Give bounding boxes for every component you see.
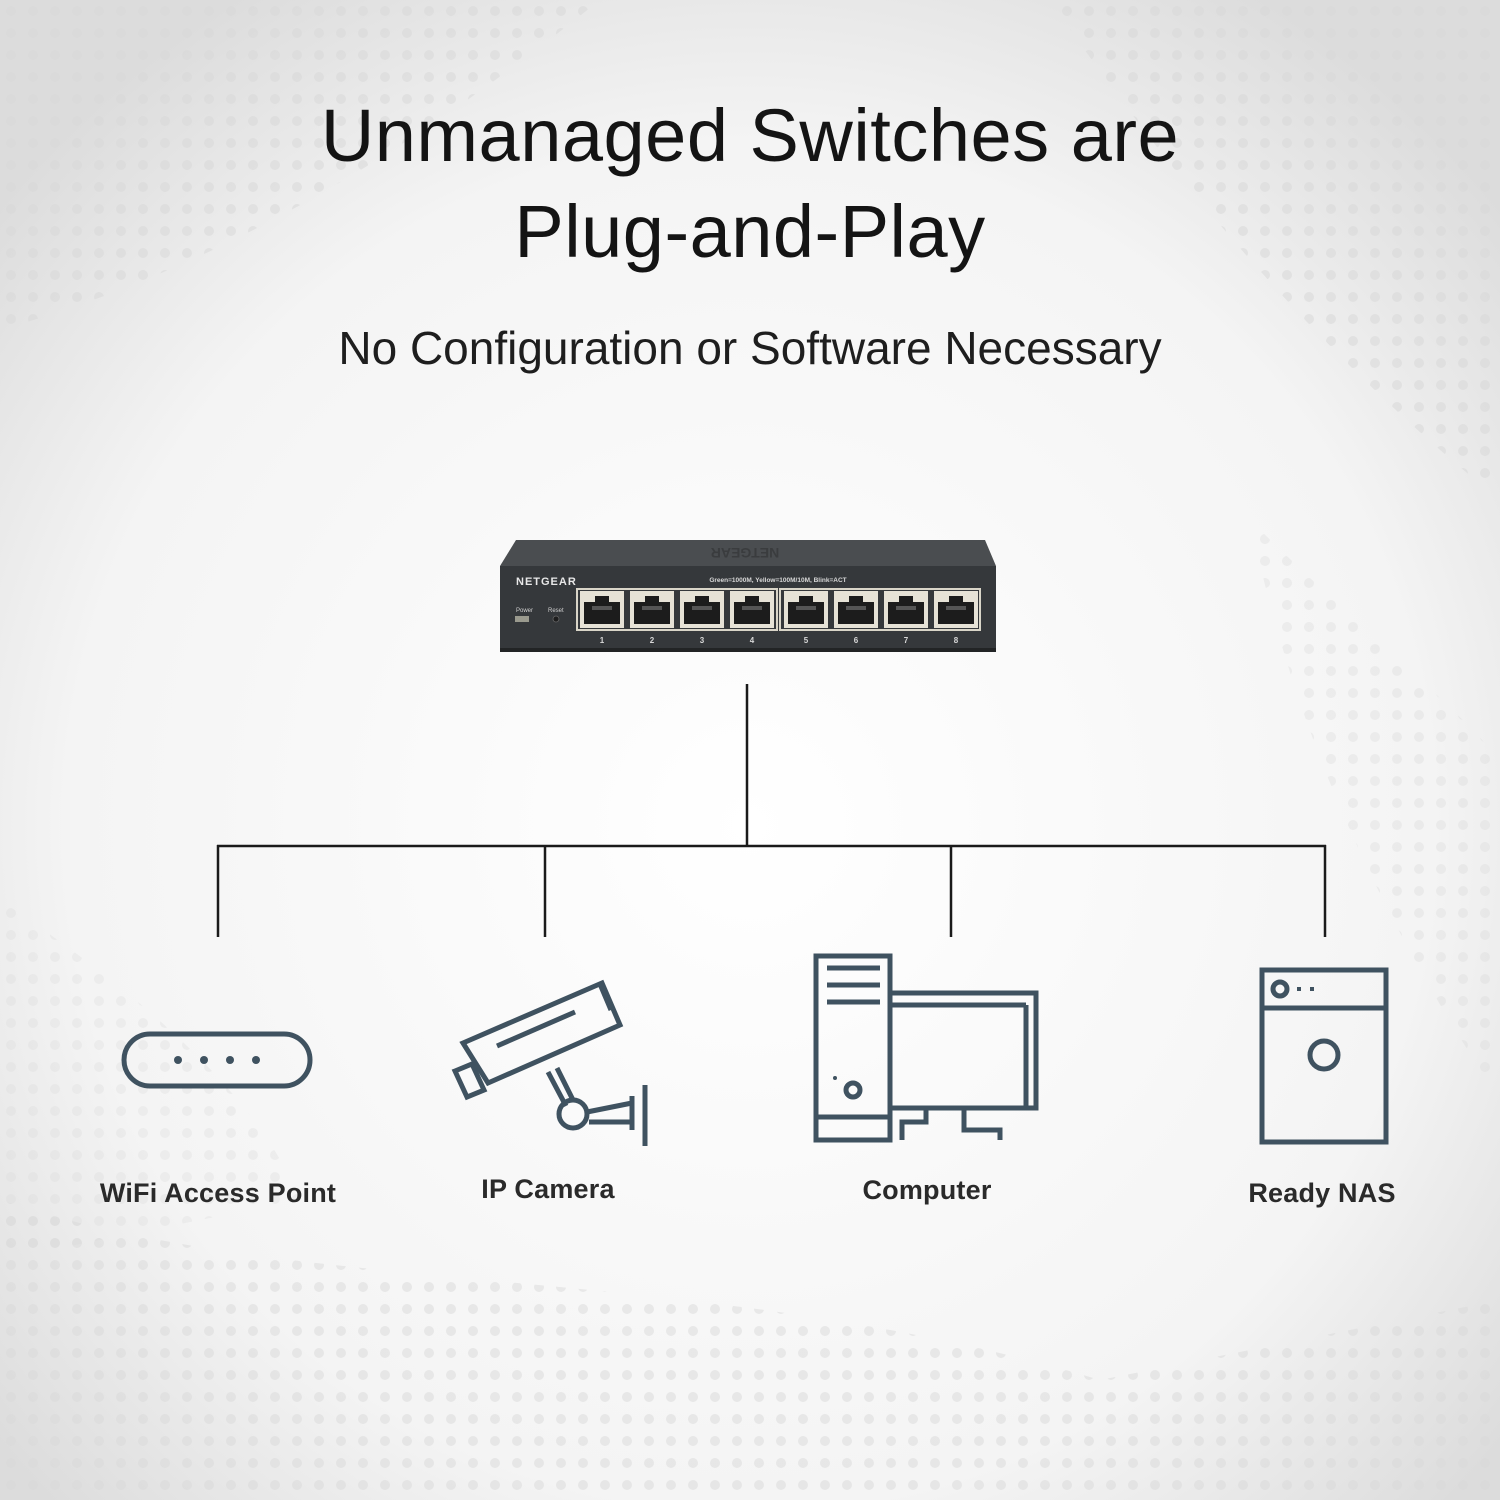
device-label-wifi-access-point: WiFi Access Point xyxy=(99,1178,337,1208)
switch-power-label: Power xyxy=(516,608,533,614)
switch-led-legend: Green=1000M, Yellow=100M/10M, Blink=ACT xyxy=(709,577,846,584)
port-pins xyxy=(846,606,866,610)
port-pins xyxy=(946,606,966,610)
port-pins xyxy=(796,606,816,610)
ethernet-port-4[interactable]: 4 xyxy=(730,591,774,645)
port-block-right-frame xyxy=(779,588,981,631)
switch-bottom-edge xyxy=(500,648,996,652)
port-pins xyxy=(742,606,762,610)
port-pins xyxy=(592,606,612,610)
switch-reset-label: Reset xyxy=(548,608,564,614)
port-number-label: 2 xyxy=(650,636,655,645)
wifi-access-point-icon xyxy=(121,1031,313,1089)
switch-ports: 1 2 3 4 5 6 7 8 xyxy=(580,591,978,645)
page-title: Unmanaged Switches are Plug-and-Play xyxy=(0,88,1500,280)
network-switch: NETGEAR NETGEAR Green=1000M, Yellow=100M… xyxy=(500,540,996,652)
port-number-label: 8 xyxy=(954,636,959,645)
connection-lines xyxy=(216,684,1327,937)
page-subtitle: No Configuration or Software Necessary xyxy=(338,322,1162,374)
device-label-ready-nas: Ready NAS xyxy=(1248,1178,1396,1208)
ethernet-port-6[interactable]: 6 xyxy=(834,591,878,645)
port-number-label: 6 xyxy=(854,636,859,645)
port-number-label: 1 xyxy=(600,636,605,645)
port-number-label: 5 xyxy=(804,636,809,645)
ethernet-port-8[interactable]: 8 xyxy=(934,591,978,645)
reset-button-icon[interactable] xyxy=(552,615,560,623)
switch-top-brand: NETGEAR xyxy=(711,545,779,561)
ethernet-port-2[interactable]: 2 xyxy=(630,591,674,645)
computer-icon xyxy=(813,953,1039,1143)
ethernet-port-1[interactable]: 1 xyxy=(580,591,624,645)
device-label-ip-camera: IP Camera xyxy=(481,1174,615,1204)
power-led-icon xyxy=(515,616,529,622)
port-number-label: 4 xyxy=(750,636,755,645)
ready-nas-icon xyxy=(1259,967,1389,1145)
ip-camera-icon xyxy=(451,979,648,1146)
title-line-2: Plug-and-Play xyxy=(514,190,986,273)
port-block-left-frame xyxy=(576,588,778,631)
port-pins xyxy=(692,606,712,610)
switch-top-face xyxy=(500,540,996,566)
port-pins xyxy=(642,606,662,610)
device-label-computer: Computer xyxy=(862,1175,992,1205)
ethernet-port-7[interactable]: 7 xyxy=(884,591,928,645)
ethernet-port-3[interactable]: 3 xyxy=(680,591,724,645)
port-number-label: 3 xyxy=(700,636,705,645)
port-pins xyxy=(896,606,916,610)
ethernet-port-5[interactable]: 5 xyxy=(784,591,828,645)
port-number-label: 7 xyxy=(904,636,909,645)
switch-brand-logo: NETGEAR xyxy=(516,576,577,588)
title-line-1: Unmanaged Switches are xyxy=(320,94,1180,177)
